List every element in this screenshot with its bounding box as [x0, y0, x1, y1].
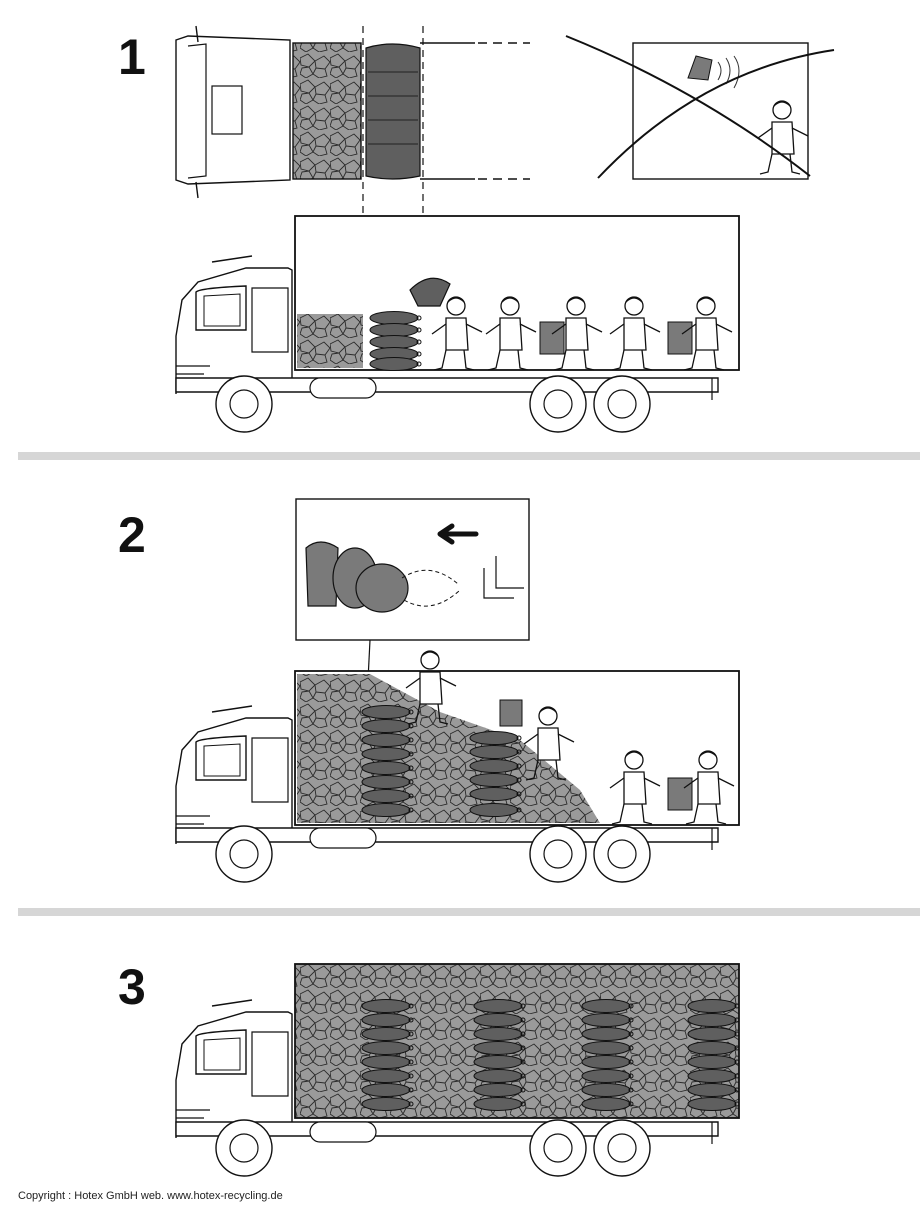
step-3-truck-box-full	[294, 963, 740, 1119]
step-number-2: 2	[118, 507, 146, 563]
divider-2	[18, 908, 920, 916]
copyright-footer: Copyright : Hotex GmbH web. www.hotex-re…	[18, 1190, 283, 1202]
step-2-panel	[175, 498, 740, 883]
forbidden-throwing-inset	[565, 35, 835, 180]
divider-1	[18, 452, 920, 460]
step-number-3: 3	[118, 959, 146, 1015]
step-3-panel	[175, 963, 740, 1177]
step-number-1: 1	[118, 29, 146, 85]
step-1-sack-stack	[369, 311, 422, 371]
bag-tying-inset	[295, 498, 530, 681]
top-view-sack-row	[365, 43, 421, 180]
step-1-panel	[175, 25, 835, 433]
step-1-top-view	[175, 25, 530, 372]
